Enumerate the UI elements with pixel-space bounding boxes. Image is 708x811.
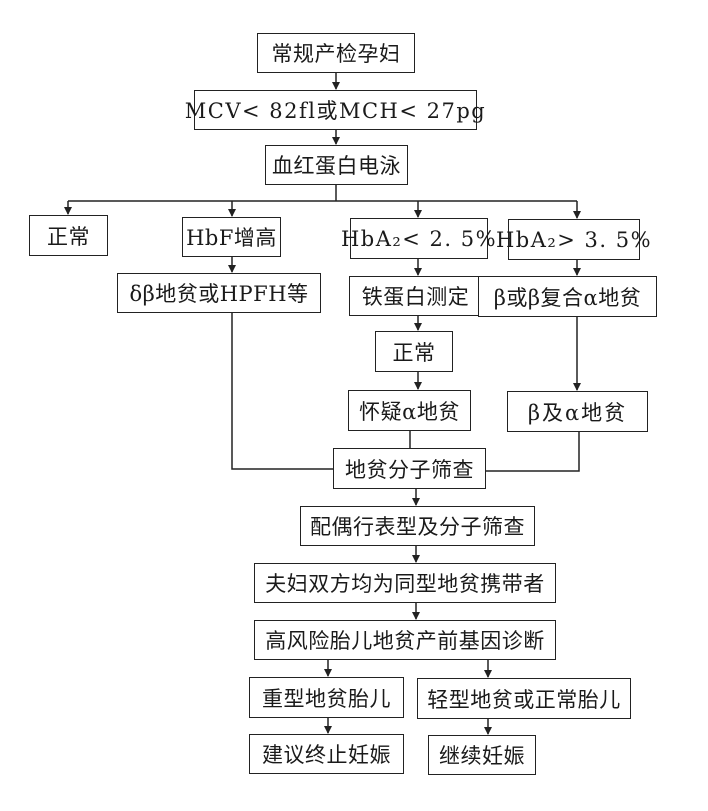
node-label: 怀疑α地贫: [359, 399, 460, 424]
node-hba2-low: HbA₂< 2. 5%: [341, 218, 496, 259]
node-mild-fetus: 轻型地贫或正常胎儿: [417, 678, 631, 719]
node-molecular-screening: 地贫分子筛查: [333, 448, 486, 489]
node-terminate: 建议终止妊娠: [249, 734, 404, 774]
node-normal-1: 正常: [29, 215, 108, 256]
node-couple-carriers: 夫妇双方均为同型地贫携带者: [254, 563, 556, 603]
node-label: 重型地贫胎儿: [262, 686, 391, 711]
node-label: 常规产检孕妇: [271, 42, 401, 66]
node-label: 配偶行表型及分子筛查: [310, 515, 525, 539]
node-label: β及α地贫: [527, 400, 628, 425]
node-label: HbA₂> 3. 5%: [495, 227, 653, 252]
node-beta-compound: β或β复合α地贫: [478, 276, 657, 317]
node-label: HbF增高: [186, 226, 277, 250]
node-label: 轻型地贫或正常胎儿: [427, 687, 621, 712]
node-label: 建议终止妊娠: [262, 743, 391, 767]
node-suspect-alpha: 怀疑α地贫: [348, 390, 471, 431]
node-label: 血红蛋白电泳: [272, 154, 401, 178]
node-label: 正常: [47, 224, 90, 249]
node-label: 地贫分子筛查: [345, 457, 474, 482]
node-normal-2: 正常: [375, 331, 453, 372]
node-label: 继续妊娠: [439, 744, 525, 768]
node-mcv: MCV< 82fl或MCH< 27pg: [185, 90, 485, 130]
edge-ba-molscreen: [486, 432, 580, 472]
node-label: 铁蛋白测定: [361, 285, 470, 309]
node-prenatal-diagnosis: 高风险胎儿地贫产前基因诊断: [254, 620, 556, 660]
node-beta-alpha: β及α地贫: [507, 391, 648, 432]
node-hba2-high: HbA₂> 3. 5%: [496, 219, 651, 260]
node-label: MCV< 82fl或MCH< 27pg: [184, 99, 487, 123]
node-label: HbA₂< 2. 5%: [340, 226, 498, 251]
node-label: 夫妇双方均为同型地贫携带者: [265, 572, 545, 596]
node-label: 正常: [392, 340, 436, 365]
node-continue: 继续妊娠: [428, 735, 536, 775]
node-severe-fetus: 重型地贫胎儿: [249, 677, 404, 718]
node-label: δβ地贫或HPFH等: [129, 282, 309, 306]
node-ferritin: 铁蛋白测定: [349, 276, 482, 316]
node-pregnant: 常规产检孕妇: [257, 33, 415, 73]
edge-db-molscreen: [231, 313, 333, 470]
node-label: 高风险胎儿地贫产前基因诊断: [265, 629, 545, 653]
node-spouse-screening: 配偶行表型及分子筛查: [300, 506, 535, 546]
node-label: β或β复合α地贫: [493, 285, 642, 310]
node-electrophoresis: 血红蛋白电泳: [265, 145, 408, 185]
node-hbf-increased: HbF增高: [182, 217, 281, 257]
node-delta-beta: δβ地贫或HPFH等: [117, 273, 321, 313]
